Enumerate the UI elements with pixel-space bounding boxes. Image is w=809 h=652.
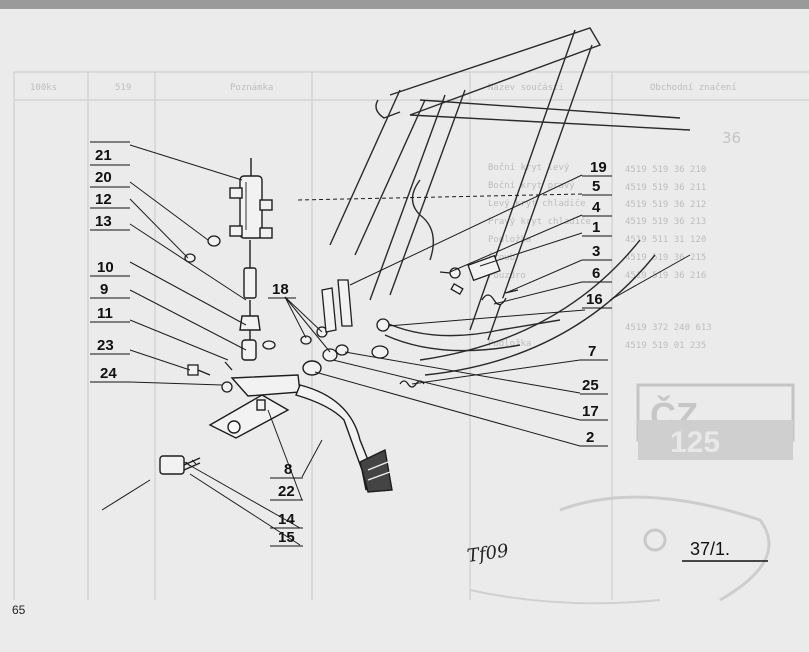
bg-desc-6: Pouzdro bbox=[488, 271, 526, 281]
bg-row-0: 4519 519 36 210 bbox=[625, 165, 706, 175]
header-col-0: Obchodní značení bbox=[650, 82, 737, 93]
cz-125-watermark-logo: ČZ 125 bbox=[469, 383, 795, 605]
callout-15: 15 bbox=[278, 529, 295, 546]
bg-desc-3: Pravý kryt chladiče bbox=[488, 216, 591, 227]
callouts-bottom: 8 22 14 15 bbox=[270, 461, 303, 547]
callout-9: 9 bbox=[100, 281, 108, 298]
callout-5: 5 bbox=[592, 178, 600, 195]
callout-23: 23 bbox=[97, 337, 114, 354]
bg-desc-7: Podložka bbox=[488, 339, 531, 349]
bg-desc-4: Podložka bbox=[488, 235, 531, 245]
bg-row-7: 4519 372 240 613 bbox=[625, 323, 712, 333]
callout-6: 6 bbox=[592, 265, 600, 282]
logo-model: 125 bbox=[670, 426, 720, 459]
callouts-right: 19 5 4 1 3 6 16 7 25 17 2 bbox=[580, 159, 612, 447]
callout-7: 7 bbox=[588, 343, 596, 360]
bg-desc-1: Boční kryt pravý bbox=[488, 180, 575, 191]
callout-16: 16 bbox=[586, 291, 603, 308]
sheet-number: 37/1. bbox=[690, 539, 730, 559]
page-number: 65 bbox=[12, 603, 26, 617]
leader-lines bbox=[101, 144, 691, 546]
master-cylinder bbox=[229, 158, 273, 239]
header-col-1: Název součásti bbox=[488, 82, 564, 93]
pivot-bushings bbox=[300, 279, 390, 362]
callout-14: 14 bbox=[278, 511, 295, 528]
bg-row-4: 4519 511 31 120 bbox=[625, 235, 706, 245]
callout-4: 4 bbox=[592, 199, 601, 216]
callout-20: 20 bbox=[95, 169, 112, 186]
bg-row-2: 4519 519 36 212 bbox=[625, 200, 706, 210]
callout-24: 24 bbox=[100, 365, 117, 382]
header-section: 36 bbox=[722, 129, 741, 147]
callout-13: 13 bbox=[95, 213, 112, 230]
callout-center: 18 bbox=[268, 281, 296, 299]
header-col-3: 519 bbox=[115, 83, 131, 93]
header-col-2: Poznámka bbox=[230, 83, 273, 93]
push-rod bbox=[239, 240, 261, 361]
pedal-lever bbox=[208, 360, 393, 493]
scanner-edge bbox=[0, 0, 809, 9]
callout-1: 1 bbox=[592, 219, 600, 236]
signature: Tf09 bbox=[466, 540, 510, 567]
callout-8: 8 bbox=[284, 461, 292, 478]
bolt bbox=[159, 455, 201, 475]
bg-row-6: 4519 519 36 216 bbox=[625, 271, 706, 281]
callout-22: 22 bbox=[278, 483, 295, 500]
callout-21: 21 bbox=[95, 147, 112, 164]
bg-row-5: 4519 519 36 215 bbox=[625, 253, 706, 263]
bg-desc-0: Boční kryt levý bbox=[488, 162, 570, 173]
callout-12: 12 bbox=[95, 191, 112, 208]
frame-tubes bbox=[329, 27, 691, 376]
callouts-left: 21 20 12 13 10 9 11 23 24 bbox=[90, 141, 130, 383]
callout-17: 17 bbox=[582, 403, 599, 420]
callout-19: 19 bbox=[590, 159, 607, 176]
callout-10: 10 bbox=[97, 259, 114, 276]
callout-3: 3 bbox=[592, 243, 600, 260]
callout-11: 11 bbox=[97, 305, 113, 322]
callout-2: 2 bbox=[586, 429, 594, 446]
bg-row-8: 4519 519 01 235 bbox=[625, 341, 706, 351]
callout-18: 18 bbox=[272, 281, 289, 298]
small-hardware bbox=[184, 235, 276, 393]
background-table-grid bbox=[13, 71, 809, 600]
callout-25: 25 bbox=[582, 377, 599, 394]
bg-row-3: 4519 519 36 213 bbox=[625, 217, 706, 227]
sheet-number-box: 37/1. bbox=[682, 539, 768, 562]
header-col-4: 100ks bbox=[30, 83, 57, 93]
bg-row-1: 4519 519 36 211 bbox=[625, 183, 706, 193]
background-header-text: Obchodní značení Název součásti Poznámka… bbox=[30, 82, 741, 147]
